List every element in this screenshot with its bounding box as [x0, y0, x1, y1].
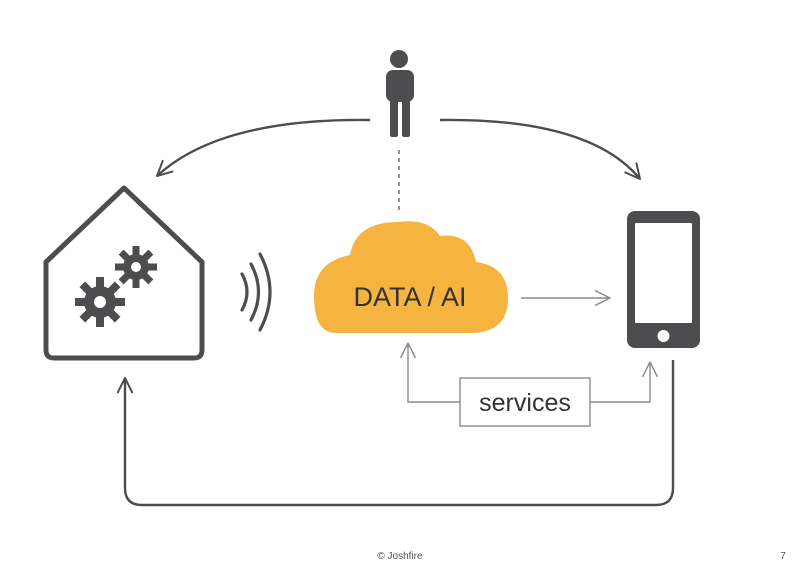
- services-box: [459, 377, 591, 427]
- smart-home-gears-icon: [43, 185, 205, 361]
- footer-copyright: © Joshfire: [377, 551, 423, 562]
- page-number: 7: [780, 551, 786, 562]
- small-gear-icon: [115, 246, 157, 288]
- smartphone-icon: [627, 211, 700, 348]
- person-to-phone-arrow: [439, 118, 641, 180]
- services-label: services: [479, 389, 571, 417]
- wireless-signal-icon: [240, 252, 272, 332]
- person-to-house-arrow: [156, 118, 371, 177]
- services-to-phone-connector: [590, 361, 658, 403]
- person-icon: [386, 50, 414, 137]
- home-button-icon: [657, 330, 670, 342]
- cloud-icon: [314, 221, 508, 333]
- phone-to-house-loop-arrow: [116, 360, 675, 507]
- services-to-cloud-connector: [400, 342, 460, 403]
- cloud-label: DATA / AI: [353, 282, 466, 312]
- large-gear-icon: [75, 277, 125, 327]
